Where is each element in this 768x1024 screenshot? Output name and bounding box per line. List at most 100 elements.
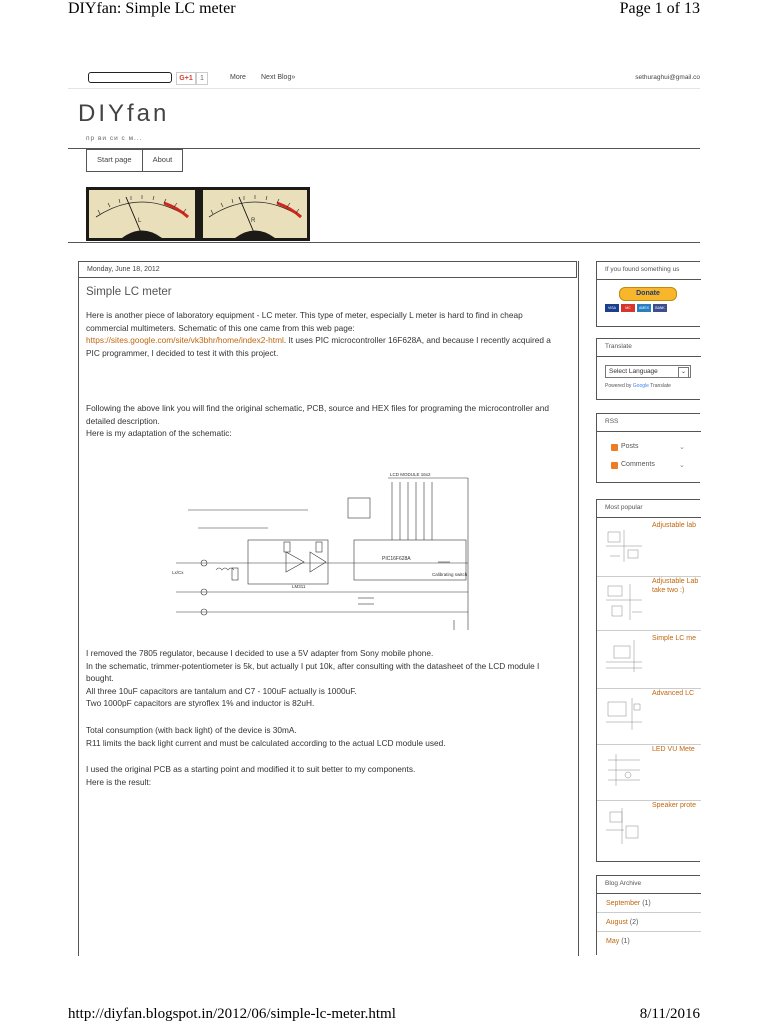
navbar-user-email[interactable]: sethuraghui@gmail.co [635,74,700,81]
navbar-more-link[interactable]: More [230,74,246,81]
post-paragraph-links: Following the above link you will find t… [86,402,566,440]
content-divider [68,242,700,243]
post-date-header: Monday, June 18, 2012 [78,261,577,278]
archive-month[interactable]: August [606,919,628,926]
rss-posts-label: Posts [621,443,639,450]
donate-button[interactable]: Donate [619,287,677,301]
translate-header: Translate [597,339,701,357]
popular-post-item[interactable]: Advanced LC [597,688,701,745]
powered-by: Powered by Google Translate [605,383,671,389]
blog-title[interactable]: DIYfan [78,100,170,127]
popular-post-title[interactable]: Advanced LC [652,690,695,697]
archive-item[interactable]: May (1) [606,938,630,945]
popular-post-item[interactable]: Adjustable Lab take two :) [597,576,701,631]
rss-feed-icon [611,444,618,451]
archive-divider [597,931,701,932]
archive-count: (1) [621,938,630,945]
intro-text-tail: . It uses PIC microcontroller 16F628A, a… [86,335,551,358]
schematic-calib-label: Calibrating switch [432,572,468,577]
navbar-search-input[interactable] [88,72,172,83]
schematic-lcd-label: LCD MODULE 16x2 [390,472,431,477]
donate-title: If you found something us [605,266,680,273]
popular-post-title[interactable]: Adjustable lab [652,522,696,529]
sidebar-popular-widget: Most popular Adjustable lab Adjustable L… [596,499,701,862]
print-header-title: DIYfan: Simple LC meter [68,0,236,17]
language-select-value: Select Language [609,368,658,375]
rss-header: RSS [597,414,701,432]
archive-divider [597,912,701,913]
popular-post-item[interactable]: Adjustable lab [597,520,701,577]
post-paragraph-intro: Here is another piece of laboratory equi… [86,309,566,359]
popular-post-item[interactable]: Simple LC me [597,630,701,689]
archive-item[interactable]: September (1) [606,900,651,907]
popular-post-title-line2[interactable]: take two :) [652,587,685,594]
change-line: In the schematic, trimmer-potentiometer … [86,660,540,684]
chevron-down-icon[interactable]: ⌄ [679,462,685,469]
archive-month[interactable]: May [606,938,620,945]
archive-month[interactable]: September [606,900,641,907]
gplus-button[interactable]: G+1 [176,72,196,85]
popular-post-title[interactable]: Speaker prote [652,802,696,809]
sidebar-archive-widget: Blog Archive September (1) August (2) Ma… [596,875,701,955]
archive-count: (2) [629,919,639,926]
tab-about[interactable]: About [152,155,173,164]
popular-post-title[interactable]: Adjustable Lab [652,578,699,585]
chevron-down-icon[interactable]: ⌄ [678,367,689,378]
post-title[interactable]: Simple LC meter [86,286,172,298]
chevron-down-icon[interactable]: ⌄ [679,444,685,451]
powered-by-text: Powered by [605,383,632,389]
popular-post-thumbnail [606,698,642,730]
post-paragraph-changes: I removed the 7805 regulator, because I … [86,647,566,710]
popular-title: Most popular [605,504,643,511]
pcb-line: I used the original PCB as a starting po… [86,764,416,774]
donate-header: If you found something us [597,262,701,280]
popular-post-item[interactable]: LED VU Mete [597,744,701,801]
schematic-chip-label: PIC16F628A [382,556,411,562]
popular-post-item[interactable]: Speaker prote [597,800,701,860]
sidebar-rss-widget: RSS Posts ⌄ Comments ⌄ [596,413,701,483]
popular-post-thumbnail [606,530,642,562]
meter-left-label: L [138,218,142,224]
popular-post-thumbnail [606,808,639,844]
archive-item[interactable]: August (2) [606,919,638,926]
sidebar-donate-widget: If you found something us Donate VISA MC… [596,261,701,327]
print-footer-date: 8/11/2016 [639,1006,700,1022]
vu-meter-right: R [203,190,307,238]
language-select[interactable]: Select Language ⌄ [605,365,691,378]
adaptation-text: Here is my adaptation of the schematic: [86,428,232,438]
pcb-line: Here is the result: [86,776,152,787]
intro-text: Here is another piece of laboratory equi… [86,310,523,333]
schematic-image[interactable]: PIC16F628A LCD MODULE 16x2 Calibrating s… [168,470,484,640]
card-icon: BANK [653,304,667,312]
page-tabs: Start page About [86,149,184,172]
schematic-lxcx-label: Lx/Cx [172,570,184,575]
card-icon: VISA [605,304,619,312]
vu-meter-left: L [89,190,195,238]
popular-post-title[interactable]: Simple LC me [652,635,696,642]
popular-post-title[interactable]: LED VU Mete [652,746,695,753]
popular-header: Most popular [597,500,701,518]
links-text: Following the above link you will find t… [86,403,550,426]
post-container [78,261,579,956]
google-logo: Google [632,383,649,389]
post-paragraph-consumption: Total consumption (with back light) of t… [86,724,566,749]
archive-count: (1) [642,900,651,907]
blog-description: пр ви си с м... [86,135,143,142]
consumption-line: R11 limits the back light current and mu… [86,737,446,748]
post-paragraph-pcb: I used the original PCB as a starting po… [86,763,566,788]
print-footer-url: http://diyfan.blogspot.in/2012/06/simple… [68,1006,396,1022]
rss-comments[interactable]: Comments ⌄ [611,461,691,471]
schematic-lm-label: LM311 [292,584,306,589]
rss-posts[interactable]: Posts ⌄ [611,443,691,453]
consumption-line: Total consumption (with back light) of t… [86,725,297,735]
rss-comments-label: Comments [621,461,655,468]
popular-post-thumbnail [606,584,642,620]
archive-title: Blog Archive [605,880,642,887]
archive-header: Blog Archive [597,876,701,894]
tab-start-page[interactable]: Start page [87,150,143,171]
navbar-next-blog-link[interactable]: Next Blog» [261,74,296,81]
source-link[interactable]: https://sites.google.com/site/vk3bhr/hom… [86,335,284,345]
change-line: Two 1000pF capacitors are styroflex 1% a… [86,698,315,708]
translate-link[interactable]: Translate [650,383,671,389]
gplus-count: 1 [196,72,208,85]
